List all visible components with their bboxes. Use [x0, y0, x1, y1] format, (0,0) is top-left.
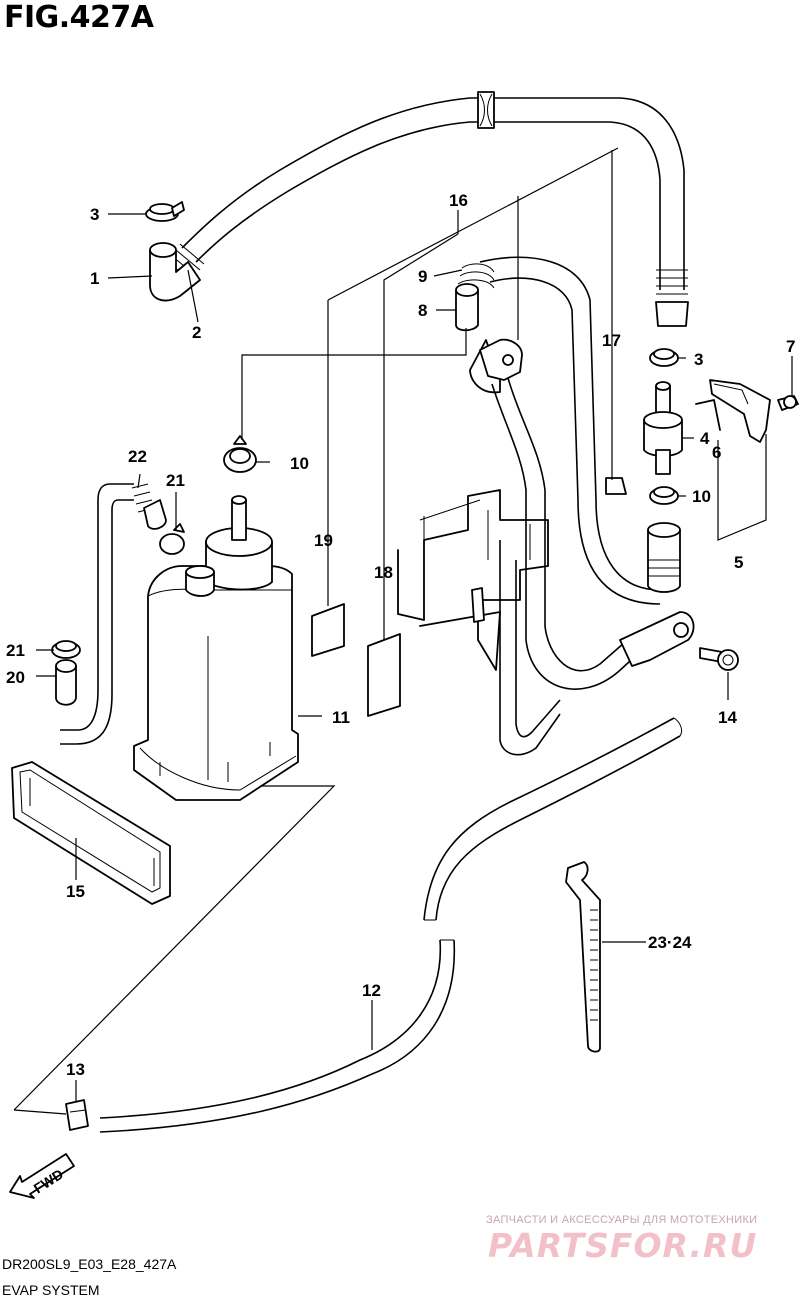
callout-7: 7 [786, 337, 795, 356]
callout-23-24: 23·24 [648, 933, 692, 952]
callout-20: 20 [6, 668, 25, 687]
drain-hose-12[interactable] [99, 717, 683, 1133]
callout-16: 16 [449, 191, 468, 210]
leader-lines [13, 147, 793, 1115]
diagram-code: DR200SL9_E03_E28_427A [2, 1256, 177, 1272]
callout-labels: 3 1 2 16 9 8 17 7 3 4 6 10 5 10 22 21 19… [6, 191, 795, 1079]
callout-18: 18 [374, 563, 393, 582]
roll-over-valve-4[interactable] [643, 381, 683, 475]
callout-2: 2 [192, 323, 201, 342]
callout-15: 15 [66, 882, 85, 901]
callout-21b: 21 [6, 641, 25, 660]
hose-connector[interactable] [647, 522, 681, 593]
callout-10b: 10 [692, 487, 711, 506]
hose-clamp-21b[interactable] [51, 640, 81, 659]
callout-8: 8 [418, 301, 427, 320]
forward-arrow-icon: FWD [9, 1153, 75, 1199]
hose-clamp-21a[interactable] [159, 523, 185, 555]
callout-22: 22 [128, 447, 147, 466]
cable-tie-23-24[interactable] [565, 861, 601, 1053]
bolt-14[interactable] [699, 647, 739, 671]
frame-bracket [397, 489, 549, 671]
canister-11[interactable] [133, 495, 299, 801]
callout-17: 17 [602, 331, 621, 350]
callout-10a: 10 [290, 454, 309, 473]
hose-top[interactable] [167, 91, 689, 327]
connector-20[interactable] [55, 659, 77, 706]
callout-13: 13 [66, 1060, 85, 1079]
callout-5: 5 [734, 553, 743, 572]
callout-3b: 3 [694, 350, 703, 369]
callout-11: 11 [332, 708, 350, 727]
callout-3a: 3 [90, 205, 99, 224]
callout-21a: 21 [166, 471, 185, 490]
label-sticker-18[interactable] [367, 633, 401, 717]
bracket-5[interactable] [709, 379, 771, 443]
hose-clamp-10b[interactable] [649, 486, 679, 505]
hose-clamp-3b[interactable] [649, 348, 679, 367]
callout-9: 9 [418, 267, 427, 286]
bolt-7[interactable] [777, 395, 799, 411]
callout-19: 19 [314, 531, 333, 550]
figure-title: FIG.427A [4, 0, 154, 35]
hose-16[interactable] [457, 256, 661, 605]
label-sticker-19[interactable] [311, 603, 345, 657]
hose-clamp-3a[interactable] [145, 201, 185, 222]
hose-clamp-10a[interactable] [223, 435, 257, 473]
system-name: EVAP SYSTEM [2, 1282, 100, 1298]
elbow-cap-1[interactable] [149, 242, 201, 302]
cushion-6[interactable] [695, 399, 721, 431]
callout-14: 14 [718, 708, 737, 727]
callout-4: 4 [700, 429, 710, 448]
watermark-site: PARTSFOR.RU [488, 1226, 758, 1265]
callout-1: 1 [90, 269, 99, 288]
hose-22[interactable] [60, 483, 167, 745]
purge-pipe[interactable] [469, 338, 695, 756]
canister-strap-15[interactable] [11, 761, 171, 905]
connector-8[interactable] [455, 283, 479, 332]
watermark-tagline: ЗАПЧАСТИ И АКСЕССУАРЫ ДЛЯ МОТОТЕХНИКИ [486, 1214, 758, 1226]
callout-6: 6 [712, 443, 721, 462]
callout-12: 12 [362, 981, 381, 1000]
hose-clamp-13[interactable] [65, 1099, 89, 1131]
